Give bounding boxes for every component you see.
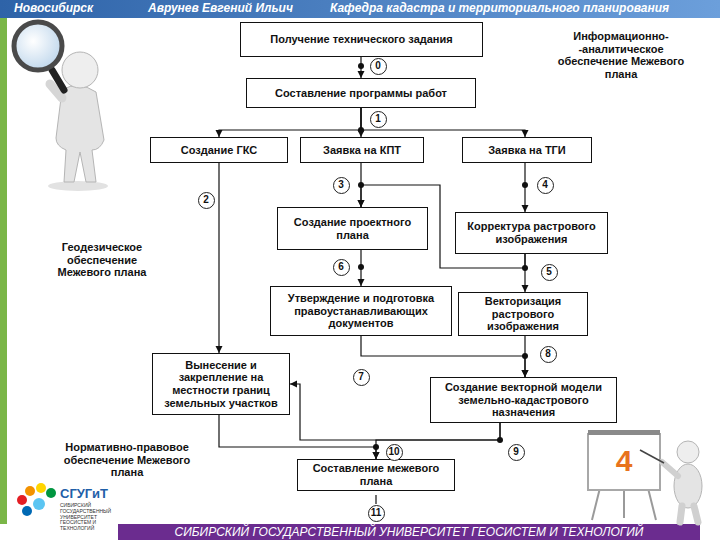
box-text: Заявка на ТГИ [488,144,566,157]
callout-number: 7 [353,369,370,386]
flow-connector [524,254,525,292]
box-text: Создание векторной модели земельно-кадас… [435,381,612,419]
process-box: Создание векторной модели земельно-кадас… [430,377,617,423]
callout-number: 3 [333,177,350,194]
flow-connector [361,336,525,377]
board-number: 4 [588,444,660,478]
section-note: Нормативно-правовое обеспечение Межевого… [60,441,194,479]
section-note: Геодезическое обеспечение Межевого плана [42,241,162,279]
leader-line [375,495,376,504]
callout-number: 2 [198,192,215,209]
process-box: Составление межевого плана [297,459,455,491]
process-box: Векторизация растрового изображения [458,292,588,336]
flow-connector [361,108,525,137]
process-box: Утверждение и подготовка правоустанавлив… [270,286,452,336]
box-text: Утверждение и подготовка правоустанавлив… [275,292,447,330]
process-box: Составление программы работ [246,78,476,108]
callout-number: 0 [370,58,387,75]
callout-number: 6 [333,259,350,276]
flow-connector [360,250,361,286]
header-text: Кафедра кадастра и территориального план… [330,0,669,17]
flow-connector [524,163,525,212]
header-text: Аврунев Евгений Ильич [148,0,293,17]
process-box: Создание проектного плана [277,207,428,250]
box-text: Создание проектного плана [282,216,423,241]
process-box: Создание ГКС [150,137,288,163]
flow-connector [218,163,219,353]
section-note: Информационно- -аналитическое обеспечени… [555,30,687,81]
presenter-figure [588,430,702,522]
box-text: Корректура растрового изображения [460,220,603,245]
footer-bar [118,524,700,540]
footer-text: СИБИРСКИЙ ГОСУДАРСТВЕННЫЙ УНИВЕРСИТЕТ ГЕ… [118,524,700,540]
flow-connector [360,57,361,78]
flow-connector [524,336,525,377]
logo-subtext: СИБИРСКИЙ ГОСУДАРСТВЕННЫЙ УНИВЕРСИТЕТ ГЕ… [60,503,116,532]
callout-number: 8 [540,346,557,363]
process-box: Получение технического задания [240,22,483,57]
callout-number: 4 [537,177,554,194]
process-box: Заявка на ТГИ [462,137,592,163]
flow-connector [219,415,376,459]
process-box: Вынесение и закрепление на местности гра… [152,353,290,415]
logo-mark [17,483,56,516]
box-text: Векторизация растрового изображения [463,295,583,333]
logo-text: СГУГиТ [60,486,108,501]
box-text: Составление межевого плана [302,462,450,487]
callout-number: 11 [368,505,385,522]
process-box: Заявка на КПТ [300,137,424,163]
callout-number: 1 [370,111,387,128]
flow-connector [219,108,361,137]
box-text: Создание ГКС [181,144,257,157]
magnifier-figure [14,22,108,191]
header-text: Новосибирск [14,0,93,17]
box-text: Вынесение и закрепление на местности гра… [157,359,285,410]
callout-number: 9 [508,444,525,461]
callout-number: 10 [386,444,403,461]
box-text: Составление программы работ [275,87,447,100]
box-text: Получение технического задания [270,33,452,46]
side-strip [0,18,7,524]
process-box: Корректура растрового изображения [455,212,608,254]
callout-number: 5 [541,264,558,281]
header-bar [0,0,720,18]
box-text: Заявка на КПТ [323,144,401,157]
